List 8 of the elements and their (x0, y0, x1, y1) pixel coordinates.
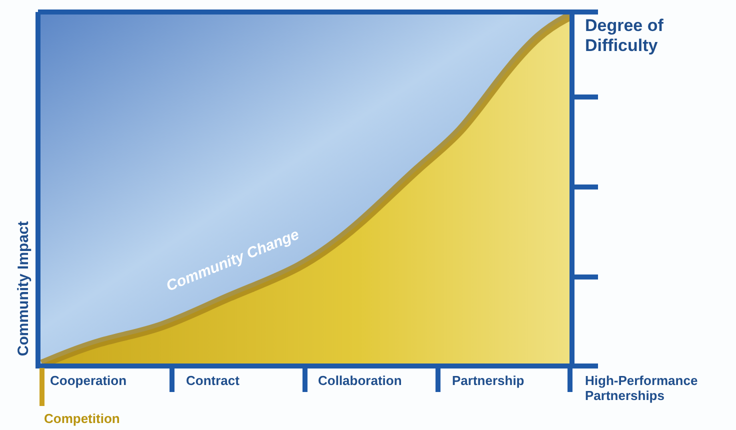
axis-title: Community Impact (14, 221, 32, 356)
stage-label: High-Performance Partnerships (585, 374, 699, 404)
stage-label: Collaboration (318, 374, 402, 389)
stage-label: Partnership (452, 374, 524, 389)
axis-title: Degree of Difficulty (585, 16, 664, 56)
stage-label: Cooperation (50, 374, 127, 389)
stage-label: Contract (186, 374, 240, 389)
axis-start-label: Competition (44, 412, 120, 427)
